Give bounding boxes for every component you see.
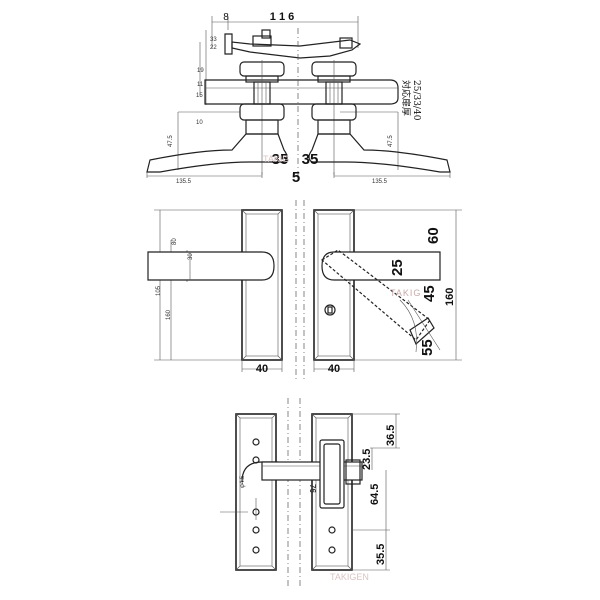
dim-right-center-35: 35: [302, 151, 319, 168]
watermark-tag: TAKIGEN: [330, 572, 369, 582]
top-view: 1 1 6 8: [146, 11, 451, 186]
dim-plate-width-left: 40: [256, 363, 268, 375]
small-dim: 30: [188, 253, 194, 260]
small-dim: 47.5: [388, 135, 394, 147]
small-dim: 22: [210, 45, 217, 51]
front-view: 40 40 60 25 45 160 55 80 30 105 160 TAKI…: [147, 200, 462, 380]
watermark-brand: TAKIG: [263, 154, 289, 164]
small-dim: 19: [197, 68, 204, 74]
dim-offset-8: 8: [223, 12, 229, 23]
watermark-brand: TAKIG: [390, 288, 421, 298]
dim-36-5: 36.5: [385, 425, 397, 446]
small-dim: 160: [166, 309, 172, 320]
dim-160: 160: [444, 288, 456, 306]
dim-55: 55: [419, 339, 436, 356]
dim-23-5: 23.5: [361, 449, 373, 470]
dim-76: 76: [308, 484, 317, 493]
small-dim: 135.5: [176, 179, 192, 185]
small-dim: 15: [196, 93, 203, 99]
small-dim: 47.5: [168, 135, 174, 147]
dim-35-5: 35.5: [375, 544, 387, 565]
dim-45: 45: [421, 285, 438, 302]
dim-plate-width-right: 40: [328, 363, 340, 375]
small-dim: 10: [196, 120, 203, 126]
dim-60: 60: [425, 227, 442, 244]
dim-center-gap-5: 5: [292, 169, 300, 186]
small-dim: 11: [197, 82, 204, 88]
door-thickness-label: 対応扉厚: [400, 80, 412, 116]
dim-64-5: 64.5: [369, 484, 381, 505]
door-thickness-values: 25/33/40: [411, 80, 421, 121]
small-dim: 105: [156, 285, 162, 296]
small-dim: 135.5: [372, 179, 388, 185]
small-dim: 33: [210, 37, 217, 43]
dim-overall-116: 1 1 6: [270, 11, 294, 23]
dim-25: 25: [389, 259, 406, 276]
bottom-view: φ4.5 36.5 23.5 64.5 35.5 76 TAKIGEN: [220, 398, 400, 586]
dim-left-center-35: 35: [272, 151, 289, 168]
small-dim: φ4.5: [240, 475, 246, 488]
small-dim: 80: [172, 238, 178, 245]
